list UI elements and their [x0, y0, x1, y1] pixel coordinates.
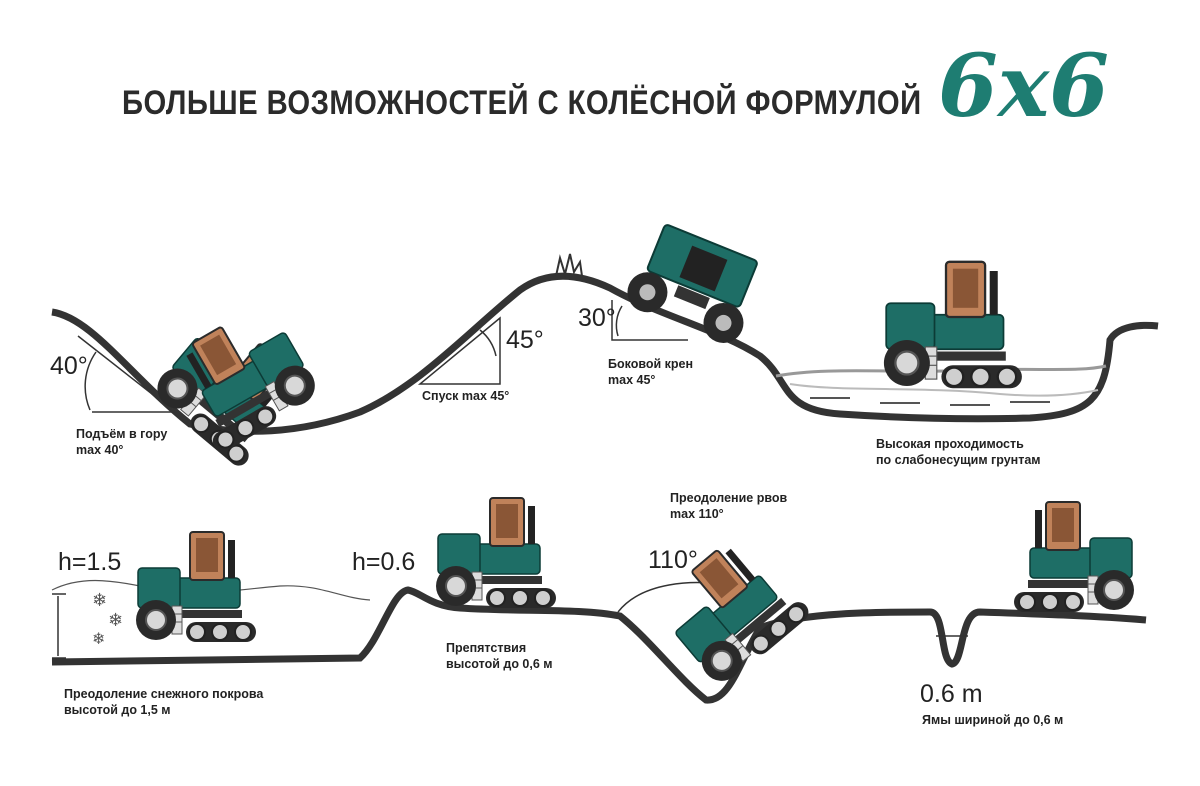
- tractor-soft-ground: [882, 260, 1024, 390]
- soft-ground-bottom: [789, 383, 1099, 397]
- obstacle-height-label: h=0.6: [352, 548, 416, 576]
- pit-caption: Ямы шириной до 0,6 м: [922, 713, 1064, 727]
- ditch-caption-line-2: max 110°: [670, 507, 724, 521]
- descent-angle-arc: [479, 329, 497, 357]
- climb-angle-arc: [84, 351, 97, 411]
- obstacle-caption-line-1: Препятствия: [446, 641, 527, 655]
- obstacle-caption-line-2: высотой до 0,6 м: [446, 657, 553, 671]
- wheel-formula-logo: 6x6: [938, 36, 1109, 137]
- soft-caption-line-2: по слабонесущим грунтам: [876, 453, 1041, 467]
- roll-caption-line-1: Боковой крен: [608, 357, 694, 371]
- descent-caption: Спуск max 45°: [422, 389, 510, 403]
- snow-caption-line-1: Преодоление снежного покрова: [64, 687, 264, 701]
- climb-caption-line-2: max 40°: [76, 443, 124, 457]
- descent-angle-label: 45°: [506, 326, 544, 354]
- snowflake-icon: ❄: [108, 610, 123, 631]
- climb-angle-guide: [77, 335, 178, 413]
- descent-angle-guide: [417, 316, 501, 385]
- tractor-roll: [627, 224, 758, 343]
- pit-width-label: 0.6 m: [920, 680, 983, 708]
- snow-height-marker: [52, 593, 66, 659]
- tractor-snow: [135, 531, 257, 643]
- roll-angle-arc: [615, 305, 623, 337]
- snow-caption-line-2: высотой до 1,5 м: [64, 703, 171, 717]
- roll-caption-line-2: max 45°: [608, 373, 656, 387]
- soft-ground-dashes: [810, 397, 1050, 406]
- snowflake-icon: ❄: [92, 629, 105, 648]
- roll-angle-label: 30°: [578, 304, 616, 332]
- ditch-angle-label: 110°: [648, 546, 698, 574]
- soft-ground-top: [775, 364, 1107, 378]
- snow-height-label: h=1.5: [58, 548, 122, 576]
- climb-caption-line-1: Подъём в гору: [76, 427, 168, 441]
- page-title: БОЛЬШЕ ВОЗМОЖНОСТЕЙ С КОЛЁСНОЙ ФОРМУЛОЙ: [122, 84, 922, 122]
- climb-angle-label: 40°: [50, 352, 88, 380]
- ditch-caption-line-1: Преодоление рвов: [670, 491, 788, 505]
- tractor-pit: [1013, 501, 1135, 613]
- tractor-obstacle: [435, 497, 557, 609]
- grass-tuft-icon: [555, 253, 583, 278]
- snowflake-icon: ❄: [92, 590, 107, 611]
- soft-caption-line-1: Высокая проходимость: [876, 437, 1024, 451]
- roll-angle-guide: [611, 300, 688, 341]
